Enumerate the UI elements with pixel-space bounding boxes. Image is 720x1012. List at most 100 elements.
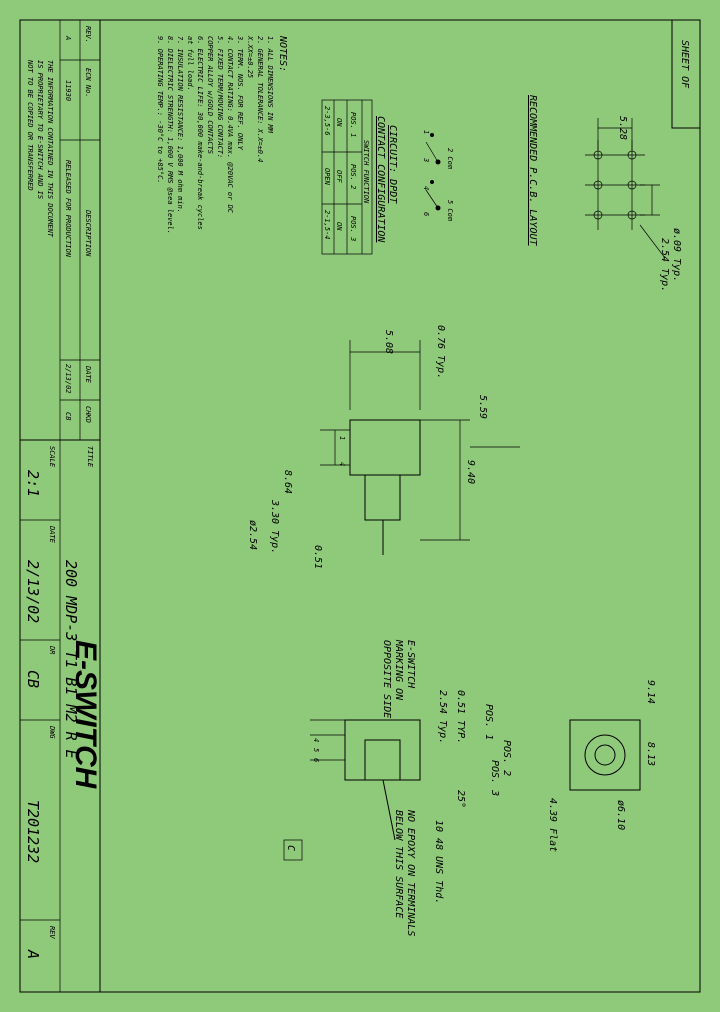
svg-text:4. CONTACT RATING: 0.4VA max.: 4. CONTACT RATING: 0.4VA max. @20VAC or … (226, 36, 234, 214)
svg-text:3.30 Typ.: 3.30 Typ. (269, 499, 280, 554)
svg-text:0.51 TYP.: 0.51 TYP. (455, 690, 466, 744)
svg-text:CB: CB (64, 412, 72, 420)
svg-text:ø2.54: ø2.54 (247, 520, 258, 550)
svg-text:IS PROPRIETARY TO E-SWITCH AND: IS PROPRIETARY TO E-SWITCH AND IS (36, 60, 44, 199)
svg-text:SHEET OF: SHEET OF (679, 40, 690, 89)
sheet-box: SHEET OF (671, 19, 701, 129)
pcb-pitch-h-label: 2.54 Typ. (659, 238, 670, 292)
svg-text:25°: 25° (455, 790, 466, 808)
front-view: 9.14 8.13 4.39 Flat ø6.10 (547, 680, 656, 852)
svg-text:1: 1 (338, 436, 346, 440)
svg-text:X.XX=±0.25: X.XX=±0.25 (246, 35, 254, 78)
svg-text:0.51: 0.51 (312, 545, 323, 569)
svg-text:4.39 Flat: 4.39 Flat (547, 798, 558, 852)
svg-text:POS. 3: POS. 3 (349, 216, 357, 241)
title-block: TITLE 200 MDP-3 T1 B1 M2 R E E-SWITCH SC… (19, 439, 102, 993)
circuit-title: CIRCUIT: DPDT (387, 125, 398, 204)
svg-text:SWITCH FUNCTION: SWITCH FUNCTION (362, 140, 370, 204)
svg-text:ON: ON (335, 222, 343, 231)
svg-text:POS. 3: POS. 3 (489, 760, 500, 796)
svg-text:5 Com: 5 Com (446, 200, 454, 222)
revision-block: REV. ECN No. DESCRIPTION DATE CHKD A 119… (19, 19, 101, 441)
svg-text:5.08: 5.08 (383, 330, 394, 354)
svg-text:DWG: DWG (48, 725, 56, 739)
svg-text:NO EPOXY ON TERMINALS: NO EPOXY ON TERMINALS (405, 809, 416, 936)
svg-text:3: 3 (422, 157, 430, 162)
svg-text:4: 4 (338, 462, 346, 466)
svg-text:2-1,5-4: 2-1,5-4 (323, 210, 331, 240)
svg-text:ECN No.: ECN No. (84, 68, 92, 98)
svg-text:at full load.: at full load. (186, 36, 194, 91)
svg-text:1: 1 (422, 130, 430, 134)
pcb-hole-label: ø.09 Typ. (671, 228, 682, 282)
svg-text:A: A (24, 949, 42, 959)
svg-text:POS. 1: POS. 1 (483, 704, 494, 740)
svg-text:BELOW THIS SURFACE: BELOW THIS SURFACE (393, 810, 404, 918)
svg-text:0.76 Typ.: 0.76 Typ. (435, 325, 446, 379)
svg-text:E-SWITCH: E-SWITCH (405, 640, 416, 689)
svg-text:5: 5 (312, 748, 320, 752)
svg-text:MARKING ON: MARKING ON (393, 639, 404, 701)
svg-text:THE INFORMATION CONTAINED IN T: THE INFORMATION CONTAINED IN THIS DOCUME… (46, 60, 54, 238)
svg-text:POS. 1: POS. 1 (349, 112, 357, 137)
svg-text:RELEASED FOR PRODUCTION: RELEASED FOR PRODUCTION (64, 160, 72, 258)
svg-text:POS. 2: POS. 2 (501, 740, 512, 776)
svg-text:8. DIELECTRIC STRENGTH: 1,000: 8. DIELECTRIC STRENGTH: 1,000 V RMS @sea… (166, 36, 174, 234)
svg-text:T201232: T201232 (24, 800, 42, 863)
svg-text:4: 4 (312, 738, 320, 742)
svg-text:2:1: 2:1 (24, 470, 42, 497)
pcb-layout-title: RECOMMENDED P.C.B. LAYOUT (527, 95, 538, 246)
svg-text:2-3,5-6: 2-3,5-6 (323, 106, 331, 136)
svg-text:OFF: OFF (335, 170, 343, 183)
svg-text:2.54 Typ.: 2.54 Typ. (437, 690, 448, 744)
svg-text:4: 4 (422, 186, 430, 190)
svg-text:9.14: 9.14 (645, 680, 656, 704)
svg-text:DATE: DATE (84, 365, 92, 384)
svg-text:3. TERM. NOS. FOR REF. ONLY: 3. TERM. NOS. FOR REF. ONLY (236, 35, 244, 151)
svg-text:NOT TO BE COPIED OR TRANSFERRE: NOT TO BE COPIED OR TRANSFERRED (26, 59, 34, 191)
svg-text:COPPER ALLOY w/GOLD CONTACTS: COPPER ALLOY w/GOLD CONTACTS (206, 36, 214, 154)
svg-text:2. GENERAL TOLERANCE: X.X=±0.4: 2. GENERAL TOLERANCE: X.X=±0.4 (256, 36, 264, 162)
svg-text:8.64: 8.64 (282, 470, 293, 494)
svg-text:6: 6 (312, 758, 320, 762)
svg-text:TITLE: TITLE (86, 446, 94, 468)
svg-text:ON: ON (335, 118, 343, 127)
svg-text:10 48 UNS Thd.: 10 48 UNS Thd. (433, 820, 444, 904)
circuit-title-block: CIRCUIT: DPDT CONTACT CONFIGURATION (375, 116, 398, 243)
svg-text:ø6.10: ø6.10 (615, 800, 626, 830)
svg-text:C: C (285, 845, 296, 851)
pcb-holes (585, 118, 666, 259)
svg-text:DR: DR (48, 645, 56, 654)
svg-text:DESCRIPTION: DESCRIPTION (84, 209, 92, 257)
svg-text:8.13: 8.13 (645, 742, 656, 766)
svg-text:OPPOSITE SIDE: OPPOSITE SIDE (381, 640, 392, 718)
notes-block: NOTES: 1. ALL DIMENSIONS IN MM 2. GENERA… (156, 35, 288, 234)
svg-text:A: A (64, 35, 72, 40)
side-view: 5.59 9.40 0.76 Typ. 5.08 ø2.54 8.64 3.30… (247, 325, 520, 569)
pcb-pitch-v-label: 5.28 (617, 116, 628, 140)
svg-text:2 Com: 2 Com (446, 148, 454, 170)
svg-text:9. OPERATING TEMP.: -30°C to +: 9. OPERATING TEMP.: -30°C to +85°C. (156, 36, 164, 184)
svg-text:DATE: DATE (48, 525, 56, 544)
svg-text:1. ALL DIMENSIONS IN MM: 1. ALL DIMENSIONS IN MM (266, 36, 274, 134)
svg-text:5. FIXED TERM/MOVING CONTACT:: 5. FIXED TERM/MOVING CONTACT: (216, 36, 224, 158)
svg-text:6: 6 (422, 212, 430, 216)
switch-function-table: SWITCH FUNCTION POS. 1 POS. 2 POS. 3 ON … (321, 99, 373, 255)
svg-text:11930: 11930 (64, 80, 72, 101)
svg-text:9.40: 9.40 (465, 460, 476, 484)
svg-text:SCALE: SCALE (48, 446, 56, 468)
svg-text:OPEN: OPEN (323, 168, 331, 186)
svg-text:2/13/02: 2/13/02 (24, 560, 42, 623)
end-view: 0.51 TYP. 2.54 Typ. 4 5 6 E-SWITCH MARKI… (283, 639, 512, 936)
notes-title: NOTES: (277, 35, 288, 72)
svg-text:CHKD: CHKD (84, 406, 92, 423)
svg-text:POS. 2: POS. 2 (349, 164, 357, 189)
circuit-subtitle: CONTACT CONFIGURATION (375, 116, 386, 243)
svg-text:REV.: REV. (84, 26, 92, 43)
svg-text:6. ELECTRIC LIFE: 30,000 make-: 6. ELECTRIC LIFE: 30,000 make-and-break … (196, 36, 204, 230)
pcb-layout: 5.28 2.54 Typ. ø.09 Typ. RECOMMENDED P.C… (527, 95, 682, 292)
svg-text:7. INSULATION RESISTANCE: 1,00: 7. INSULATION RESISTANCE: 1,000 M ohm mi… (176, 36, 184, 213)
svg-text:5.59: 5.59 (477, 395, 488, 419)
